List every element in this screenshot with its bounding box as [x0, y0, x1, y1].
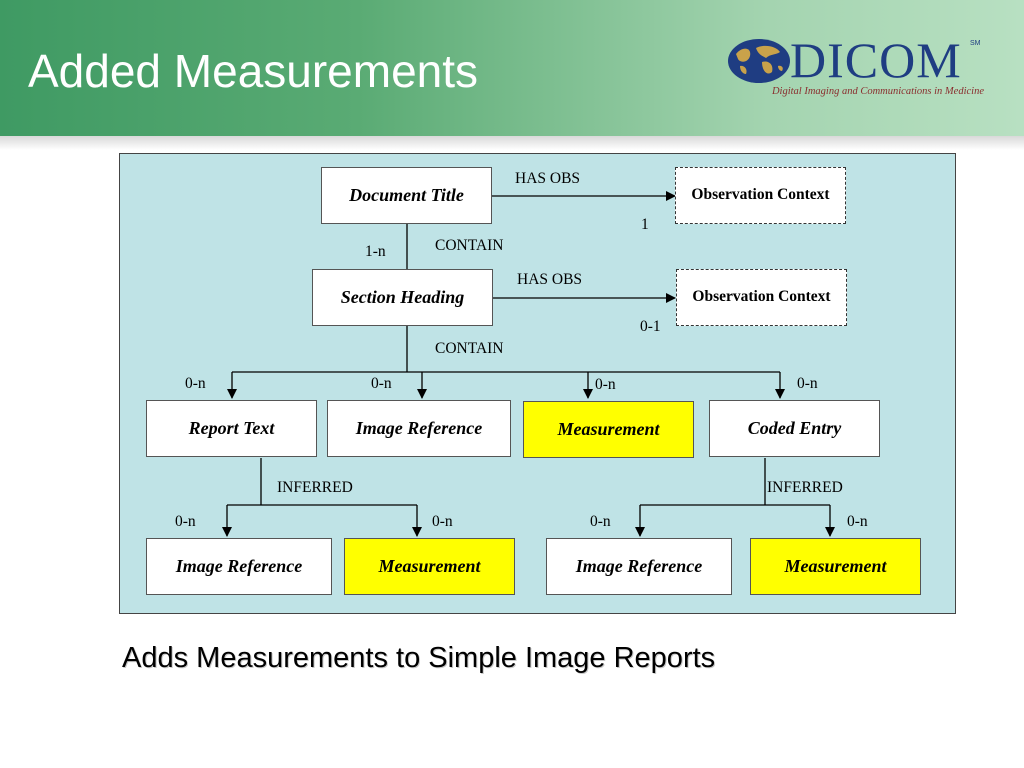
node-inferred-image-reference-right: Image Reference: [546, 538, 732, 595]
node-observation-context-2: Observation Context: [676, 269, 847, 326]
cardinality-inferred-measurement-left: 0-n: [432, 513, 453, 530]
relation-contain-2: CONTAIN: [435, 340, 504, 357]
sr-structure-diagram: Document Title Section Heading Observati…: [119, 153, 956, 614]
cardinality-measurement: 0-n: [595, 376, 616, 393]
cardinality-coded-entry: 0-n: [797, 375, 818, 392]
cardinality-obs-context-1: 1: [641, 216, 649, 233]
cardinality-report-text: 0-n: [185, 375, 206, 392]
node-report-text: Report Text: [146, 400, 317, 457]
relation-contain-1: CONTAIN: [435, 237, 504, 254]
relation-has-obs-2: HAS OBS: [517, 271, 583, 288]
diagram-connectors: [222, 191, 835, 537]
title-bar: [0, 0, 1024, 136]
cardinality-obs-context-2: 0-1: [640, 318, 661, 335]
relation-inferred-right: INFERRED: [767, 479, 843, 496]
service-mark: SM: [970, 40, 981, 47]
dicom-tagline: Digital Imaging and Communications in Me…: [771, 86, 984, 97]
node-measurement: Measurement: [523, 401, 694, 458]
cardinality-image-reference: 0-n: [371, 375, 392, 392]
globe-icon: [728, 39, 790, 83]
relation-inferred-left: INFERRED: [277, 479, 353, 496]
slide-title: Added Measurements: [28, 45, 479, 97]
node-image-reference: Image Reference: [327, 400, 511, 457]
node-inferred-measurement-right: Measurement: [750, 538, 921, 595]
node-inferred-image-reference-left: Image Reference: [146, 538, 332, 595]
node-inferred-measurement-left: Measurement: [344, 538, 515, 595]
cardinality-inferred-image-reference-left: 0-n: [175, 513, 196, 530]
cardinality-section-heading: 1-n: [365, 243, 386, 260]
slide-caption: Adds Measurements to Simple Image Report…: [122, 642, 716, 674]
cardinality-inferred-image-reference-right: 0-n: [590, 513, 611, 530]
node-section-heading: Section Heading: [312, 269, 493, 326]
node-observation-context-1: Observation Context: [675, 167, 846, 224]
relation-has-obs-1: HAS OBS: [515, 170, 581, 187]
title-bar-shadow: [0, 136, 1024, 150]
cardinality-inferred-measurement-right: 0-n: [847, 513, 868, 530]
dicom-wordmark: DICOM: [790, 32, 962, 88]
node-document-title: Document Title: [321, 167, 492, 224]
node-coded-entry: Coded Entry: [709, 400, 880, 457]
